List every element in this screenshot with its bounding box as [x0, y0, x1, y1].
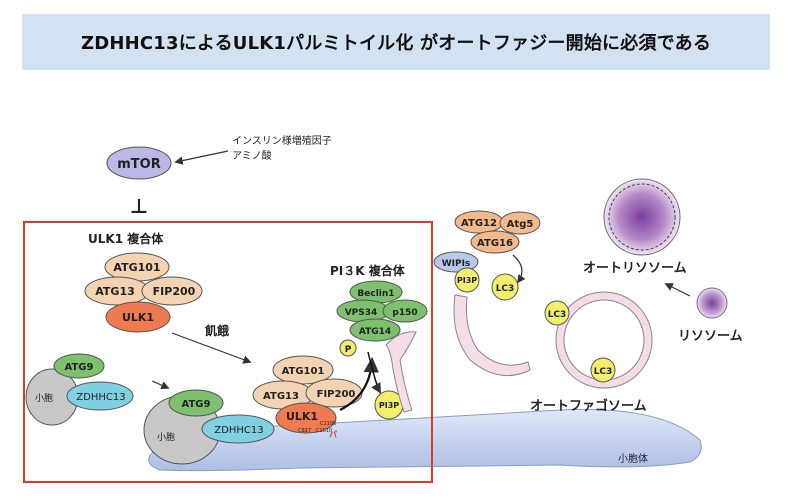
membrane-vesicle-label: 小胞: [157, 431, 175, 443]
pi3k-product: PI3P: [379, 401, 399, 410]
membrane-atg13: ATG13: [263, 391, 299, 402]
lysosome: [696, 287, 728, 319]
title-banner: ZDHHC13によるULK1パルミトイル化 がオートファジー開始に必須である: [22, 14, 770, 70]
membrane-ulk1: ULK1: [286, 410, 318, 423]
lysosome-label: リソソーム: [678, 329, 743, 344]
starvation-label: 飢餓: [204, 323, 229, 338]
membrane-atg9: ATG9: [182, 399, 211, 410]
mtor-input-2: アミノ酸: [232, 149, 272, 162]
left-vesicle-label: 小胞: [35, 392, 53, 404]
palm-tag: パ: [329, 429, 337, 439]
ulk1-complex-atg13: ATG13: [95, 285, 135, 298]
phagophore-atg16: ATG16: [477, 238, 513, 249]
mtor-input-1: インスリン様増殖因子: [232, 134, 332, 147]
membrane-atg101: ATG101: [282, 366, 325, 377]
mtor-inhibit-symbol: ⊥: [130, 194, 148, 218]
page-title: ZDHHC13によるULK1パルミトイル化 がオートファジー開始に必須である: [80, 33, 712, 54]
ulk1-complex: ATG101 ATG13 FIP200 ULK1: [84, 252, 203, 333]
autophagosome-label: オートファゴソーム: [530, 398, 647, 414]
pi3k-phospho: P: [345, 345, 352, 355]
autolysosome-label: オートリソソーム: [583, 261, 687, 276]
ulk1-complex-fip200: FIP200: [153, 285, 196, 298]
pi3k-complex: Beclin1 VPS34 p150 ATG14 P PI3P: [336, 280, 428, 420]
svg-text:mTOR: mTOR: [117, 157, 160, 172]
ulk1-complex-atg101: ATG101: [113, 261, 160, 274]
pi3k-atg14: ATG14: [359, 327, 391, 337]
membrane-fip200: FIP200: [317, 389, 356, 400]
palm-site-3: C1010: [316, 428, 332, 434]
phagophore-atg12: ATG12: [461, 218, 497, 229]
phagophore-small: [385, 331, 417, 413]
pi3k-complex-heading: PI３K 複合体: [330, 263, 406, 278]
er-label: 小胞体: [618, 453, 648, 465]
autophagosome: LC3 LC3: [544, 291, 653, 389]
pi3k-vps34: VPS34: [345, 308, 378, 318]
pi3k-arrow-down: [367, 351, 382, 394]
pi3k-beclin1: Beclin1: [357, 289, 394, 299]
phagophore-arrow: [512, 254, 526, 284]
palm-site-1: C1106: [320, 421, 336, 427]
phagophore-wipis: WIPIs: [442, 259, 471, 269]
ulk1-activation-box: [23, 221, 433, 483]
left-atg9: ATG9: [65, 362, 94, 373]
phagophore-atg5: Atg5: [507, 219, 534, 230]
mtor-input-arrow: [174, 150, 229, 165]
phagophore-lc3: LC3: [496, 284, 515, 294]
membrane-zdhhc13: ZDHHC13: [214, 425, 263, 436]
autolysosome: [603, 178, 681, 256]
palm-site-2: C927: [298, 428, 311, 434]
ulk1-complex-ulk1: ULK1: [122, 311, 154, 324]
left-zdhhc13: ZDHHC13: [76, 392, 125, 403]
autophagosome-lc3-left: LC3: [548, 310, 567, 320]
phagophore-pi3p: PI3P: [457, 276, 477, 285]
starvation-arrow: [171, 332, 252, 364]
ulk1-complex-heading: ULK1 複合体: [88, 231, 164, 246]
lysosome-arrow: [664, 283, 691, 297]
membrane-vesicle-cluster: ATG9 ZDHHC13 小胞 ATG101 ATG13 FIP200 ULK1…: [143, 355, 363, 465]
autophagosome-lc3-bottom: LC3: [594, 367, 613, 377]
phagophore-right: ATG12 Atg5 ATG16 WIPIs PI3P LC3: [433, 210, 541, 377]
mtor-node: mTOR: [106, 146, 172, 180]
vesicle-arrow: [151, 380, 170, 390]
left-vesicle-cluster: ATG9 ZDHHC13 小胞: [25, 353, 134, 426]
pi3k-p150: p150: [392, 308, 417, 318]
